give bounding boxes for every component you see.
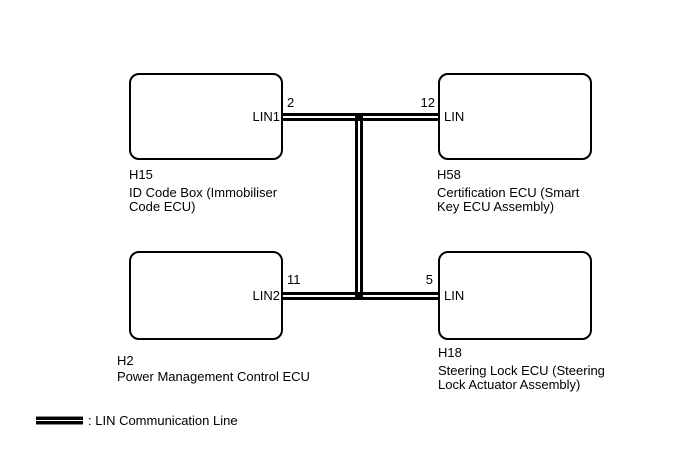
port-label-lin-certification: LIN [444, 109, 465, 124]
device-name-power-management-ecu: Power Management Control ECU [117, 369, 310, 384]
lin-line-legend-swatch [36, 416, 83, 425]
connector-code-h58: H58 [437, 167, 461, 182]
connector-code-h15: H15 [129, 167, 153, 182]
ecu-box-power-management-ecu: LIN2 [129, 251, 283, 340]
legend-label: : LIN Communication Line [88, 413, 238, 428]
ecu-box-id-code-box: LIN1 [129, 73, 283, 160]
ecu-box-steering-lock-ecu: LIN [438, 251, 592, 340]
pin-number-12: 12 [420, 95, 435, 110]
port-label-lin2: LIN2 [252, 288, 280, 303]
port-label-lin1: LIN1 [252, 109, 280, 124]
pin-number-11: 11 [287, 272, 301, 287]
pin-number-5: 5 [425, 272, 433, 287]
lin-bus-junction-bottom [355, 292, 363, 300]
connector-code-h18: H18 [438, 345, 462, 360]
lin-bus-line-vertical [355, 113, 363, 300]
port-label-lin-steering-lock: LIN [444, 288, 465, 303]
device-name-id-code-box: ID Code Box (Immobiliser Code ECU) [129, 185, 278, 214]
device-name-steering-lock-ecu: Steering Lock ECU (Steering Lock Actuato… [438, 363, 605, 392]
pin-number-2: 2 [287, 95, 295, 110]
lin-bus-junction-top [355, 113, 363, 121]
device-name-certification-ecu: Certification ECU (Smart Key ECU Assembl… [437, 185, 580, 214]
ecu-box-certification-ecu: LIN [438, 73, 592, 160]
connector-code-h2: H2 [117, 353, 134, 368]
